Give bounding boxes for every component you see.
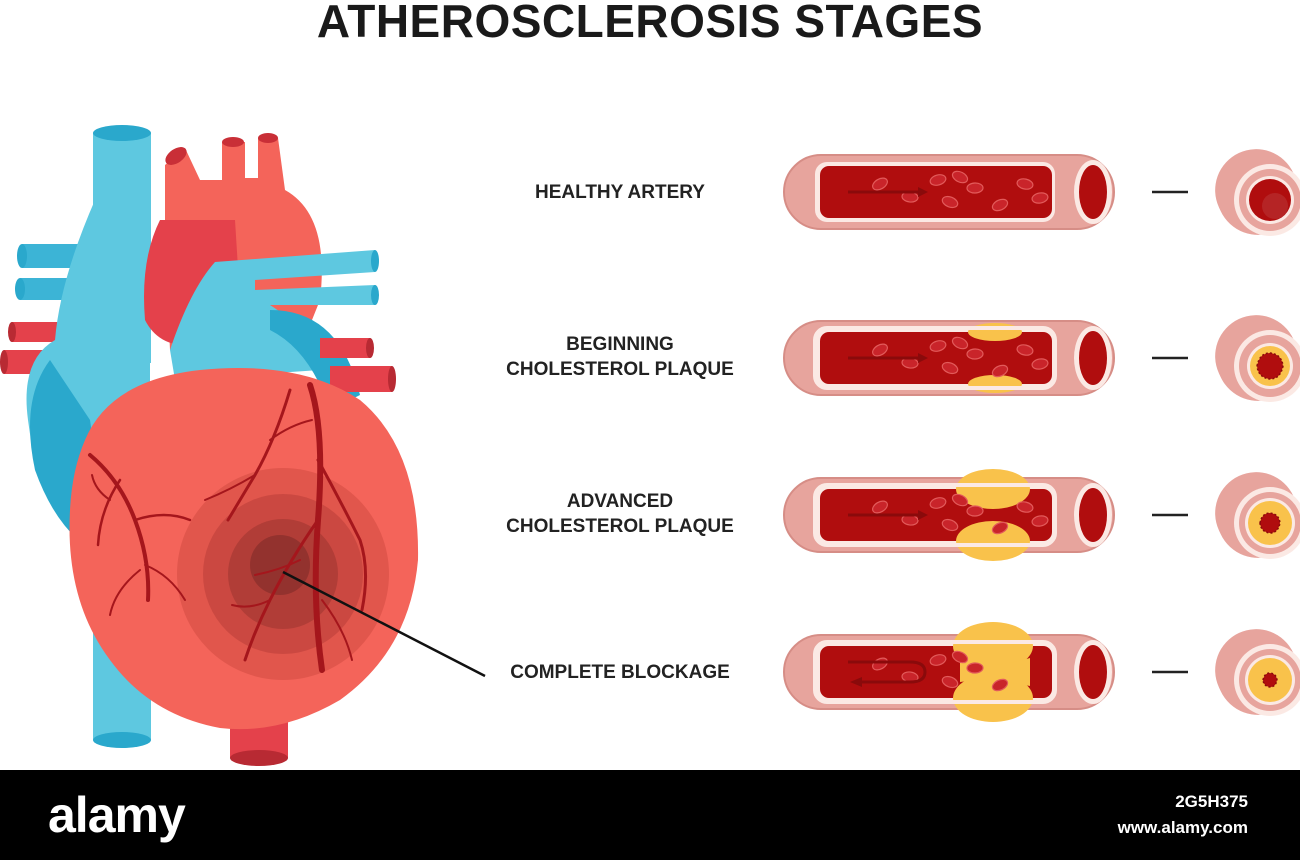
stage-label-healthy-artery: HEALTHY ARTERY (535, 182, 705, 203)
footer-bar: alamy 2G5H375 www.alamy.com (0, 770, 1300, 860)
plaque-top (968, 323, 1022, 341)
stage-label-advanced-plaque: ADVANCED CHOLESTEROL PLAQUE (506, 491, 734, 537)
pointer-line (282, 570, 486, 678)
plaque-top (956, 469, 1030, 509)
page-title: ATHEROSCLEROSIS STAGES (316, 0, 984, 47)
artery-tube-healthy (783, 154, 1115, 230)
artery-cross-section-advanced-plaque (1215, 472, 1300, 559)
artery-tube-complete-blockage (783, 622, 1115, 722)
plaque-top (953, 622, 1033, 670)
artery-tube-advanced-plaque (783, 469, 1115, 561)
artery-cross-section-beginning-plaque (1215, 315, 1300, 402)
diagram-canvas (0, 125, 1300, 766)
artery-cross-section-complete-blockage (1215, 629, 1300, 716)
pulmonary-veins-right (320, 338, 396, 392)
footer-url: www.alamy.com (1117, 818, 1248, 837)
heart-illustration (0, 125, 419, 766)
stage-label-complete-blockage: COMPLETE BLOCKAGE (510, 662, 730, 683)
plaque-bottom (956, 521, 1030, 561)
artery-tube-beginning-plaque (783, 320, 1115, 396)
stage-label-beginning-plaque: BEGINNING CHOLESTEROL PLAQUE (506, 334, 734, 380)
image-id: 2G5H375 (1175, 792, 1248, 811)
plaque-bottom (968, 375, 1022, 393)
plaque-bottom (953, 674, 1033, 722)
artery-cross-section-healthy (1215, 149, 1300, 236)
alamy-logo: alamy (48, 787, 186, 843)
coronary-arteries (88, 382, 368, 673)
